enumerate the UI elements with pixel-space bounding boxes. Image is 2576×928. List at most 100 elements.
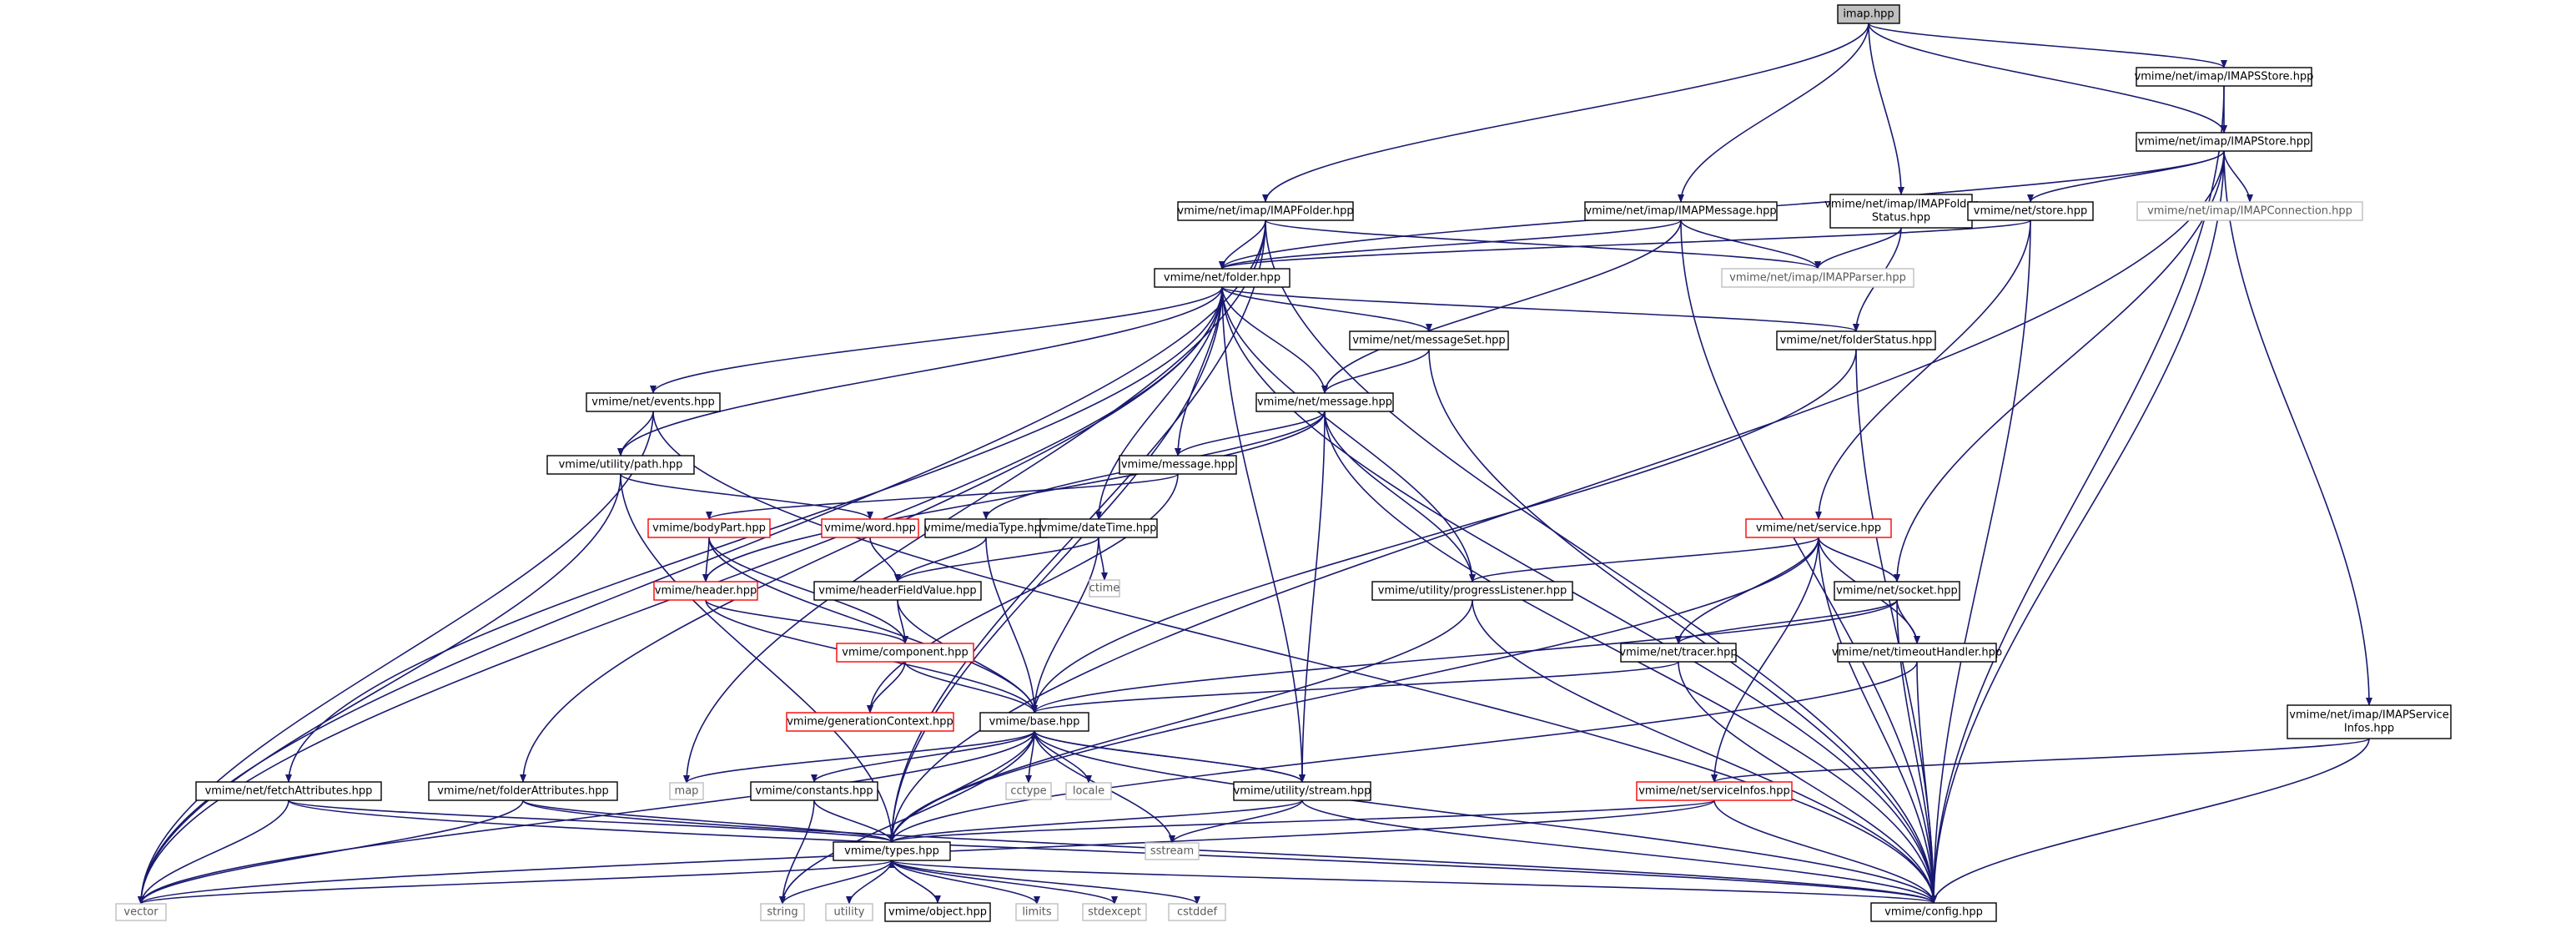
node-box-imapsstore bbox=[2136, 67, 2312, 87]
node-events[interactable]: vmime/net/events.hpp bbox=[586, 392, 721, 412]
node-label-ctime: ctime bbox=[1089, 583, 1120, 595]
node-label-imapmessage: vmime/net/imap/IMAPMessage.hpp bbox=[1585, 205, 1776, 218]
node-map: map bbox=[669, 782, 704, 800]
edge-folder-to-netmessage bbox=[1221, 286, 1328, 394]
node-label-locale: locale bbox=[1073, 785, 1104, 798]
node-vmessage[interactable]: vmime/message.hpp bbox=[1119, 455, 1237, 475]
node-imapmessage[interactable]: vmime/net/imap/IMAPMessage.hpp bbox=[1584, 201, 1778, 221]
node-imap[interactable]: imap.hpp bbox=[1837, 4, 1900, 24]
node-service[interactable]: vmime/net/service.hpp bbox=[1745, 518, 1892, 538]
edge-service-to-progresslistener bbox=[1469, 537, 1819, 583]
node-config[interactable]: vmime/config.hpp bbox=[1870, 902, 1997, 922]
edge-folderattributes-to-types bbox=[522, 799, 895, 843]
node-label-object: vmime/object.hpp bbox=[888, 906, 987, 919]
node-box-utility bbox=[825, 903, 873, 921]
edge-folder-to-progresslistener bbox=[1221, 286, 1476, 583]
edge-base-to-types bbox=[888, 730, 1035, 843]
edge-stream-to-config bbox=[1301, 799, 1937, 904]
node-box-imapserviceinfos bbox=[2287, 704, 2452, 739]
node-box-vector bbox=[115, 903, 167, 921]
node-bodypart[interactable]: vmime/bodyPart.hpp bbox=[647, 518, 771, 538]
node-label-base: vmime/base.hpp bbox=[989, 716, 1080, 729]
node-box-events bbox=[586, 392, 721, 412]
edge-service-to-serviceinfos bbox=[1711, 537, 1819, 783]
node-fetchattributes[interactable]: vmime/net/fetchAttributes.hpp bbox=[195, 781, 382, 801]
edge-types-to-vector bbox=[138, 860, 893, 905]
node-box-serviceinfos bbox=[1636, 781, 1793, 801]
node-box-imapfolder bbox=[1177, 201, 1354, 221]
edge-folder-to-datetime bbox=[1095, 286, 1223, 520]
node-box-imapstore bbox=[2136, 132, 2312, 152]
node-folder[interactable]: vmime/net/folder.hpp bbox=[1154, 268, 1291, 288]
node-folderstatus[interactable]: vmime/net/folderStatus.hpp bbox=[1776, 330, 1936, 351]
node-word[interactable]: vmime/word.hpp bbox=[821, 518, 919, 538]
node-base[interactable]: vmime/base.hpp bbox=[979, 712, 1089, 732]
node-path[interactable]: vmime/utility/path.hpp bbox=[546, 455, 695, 475]
node-box-stream bbox=[1233, 781, 1371, 801]
edge-imapfolder-to-map bbox=[683, 219, 1266, 784]
edge-events-to-config bbox=[652, 411, 1937, 904]
edge-object-to-types bbox=[888, 860, 938, 904]
node-header[interactable]: vmime/header.hpp bbox=[653, 581, 758, 601]
node-timeouthandler[interactable]: vmime/net/timeoutHandler.hpp bbox=[1832, 643, 2002, 663]
node-tracer[interactable]: vmime/net/tracer.hpp bbox=[1619, 643, 1738, 663]
node-label-imapfolder: vmime/net/imap/IMAPFolder.hpp bbox=[1177, 205, 1353, 218]
node-label-imapsstore: vmime/net/imap/IMAPSStore.hpp bbox=[2135, 71, 2314, 83]
node-stream[interactable]: vmime/utility/stream.hpp bbox=[1233, 781, 1371, 801]
node-constants[interactable]: vmime/constants.hpp bbox=[750, 781, 878, 801]
edge-mediatype-to-headerfieldvalue bbox=[894, 537, 987, 583]
node-box-path bbox=[546, 455, 695, 475]
node-label-vmessage: vmime/message.hpp bbox=[1121, 459, 1235, 472]
node-locale: locale bbox=[1065, 782, 1112, 800]
node-label-socket: vmime/net/socket.hpp bbox=[1836, 585, 1958, 598]
node-netmessage[interactable]: vmime/net/message.hpp bbox=[1255, 392, 1394, 412]
edge-fetchattributes-to-vector bbox=[138, 799, 289, 905]
node-utility: utility bbox=[825, 903, 873, 921]
edge-vmessage-to-bodypart bbox=[706, 473, 1179, 520]
node-label-imapfolderstatus: vmime/net/imap/IMAPFolder bbox=[1824, 199, 1978, 211]
node-label-sstream: sstream bbox=[1150, 845, 1194, 858]
node-label-folderstatus: vmime/net/folderStatus.hpp bbox=[1780, 335, 1933, 347]
node-messageset[interactable]: vmime/net/messageSet.hpp bbox=[1349, 330, 1509, 351]
node-label-types: vmime/types.hpp bbox=[844, 845, 939, 858]
node-imapsstore[interactable]: vmime/net/imap/IMAPSStore.hpp bbox=[2135, 67, 2314, 87]
node-box-folderstatus bbox=[1776, 330, 1936, 351]
edge-vmessage-to-generationcontext bbox=[867, 473, 1179, 714]
edge-serviceinfos-to-config bbox=[1713, 799, 1937, 904]
edge-imapmessage-to-folder bbox=[1219, 219, 1682, 270]
edge-folderstatus-to-config bbox=[1855, 349, 1937, 904]
edge-imapstore-to-imapserviceinfos bbox=[2223, 150, 2372, 706]
edge-imap-to-imapmessage bbox=[1678, 23, 1869, 203]
node-mediatype[interactable]: vmime/mediaType.hpp bbox=[924, 518, 1048, 538]
node-progresslistener[interactable]: vmime/utility/progressListener.hpp bbox=[1371, 581, 1573, 601]
node-box-stdexcept bbox=[1082, 903, 1147, 921]
edge-component-to-base bbox=[904, 661, 1038, 714]
node-component[interactable]: vmime/component.hpp bbox=[836, 643, 974, 663]
node-label-imapserviceinfos: vmime/net/imap/IMAPService bbox=[2289, 709, 2448, 722]
edge-constants-to-string bbox=[779, 799, 815, 905]
edge-folder-to-config bbox=[1221, 286, 1937, 904]
node-headerfieldvalue[interactable]: vmime/headerFieldValue.hpp bbox=[813, 581, 982, 601]
node-datetime[interactable]: vmime/dateTime.hpp bbox=[1039, 518, 1158, 538]
node-types[interactable]: vmime/types.hpp bbox=[833, 841, 951, 861]
edge-imapfolder-to-config bbox=[1265, 219, 1937, 904]
node-socket[interactable]: vmime/net/socket.hpp bbox=[1834, 581, 1960, 601]
node-label-word: vmime/word.hpp bbox=[824, 522, 916, 535]
node-imapfolder[interactable]: vmime/net/imap/IMAPFolder.hpp bbox=[1177, 201, 1354, 221]
node-store[interactable]: vmime/net/store.hpp bbox=[1967, 201, 2094, 221]
edge-tracer-to-base bbox=[1031, 661, 1679, 714]
edge-datetime-to-base bbox=[1031, 537, 1099, 714]
node-folderattributes[interactable]: vmime/net/folderAttributes.hpp bbox=[428, 781, 618, 801]
edge-socket-to-base bbox=[1031, 599, 1898, 714]
node-imapstore[interactable]: vmime/net/imap/IMAPStore.hpp bbox=[2136, 132, 2312, 152]
node-label-mediatype: vmime/mediaType.hpp bbox=[924, 522, 1048, 535]
node-label-messageset: vmime/net/messageSet.hpp bbox=[1352, 335, 1505, 347]
node-object[interactable]: vmime/object.hpp bbox=[884, 902, 991, 922]
edge-bodypart-to-base bbox=[708, 537, 1038, 714]
edges-layer bbox=[138, 23, 2372, 905]
node-generationcontext[interactable]: vmime/generationContext.hpp bbox=[786, 712, 954, 732]
node-serviceinfos[interactable]: vmime/net/serviceInfos.hpp bbox=[1636, 781, 1793, 801]
